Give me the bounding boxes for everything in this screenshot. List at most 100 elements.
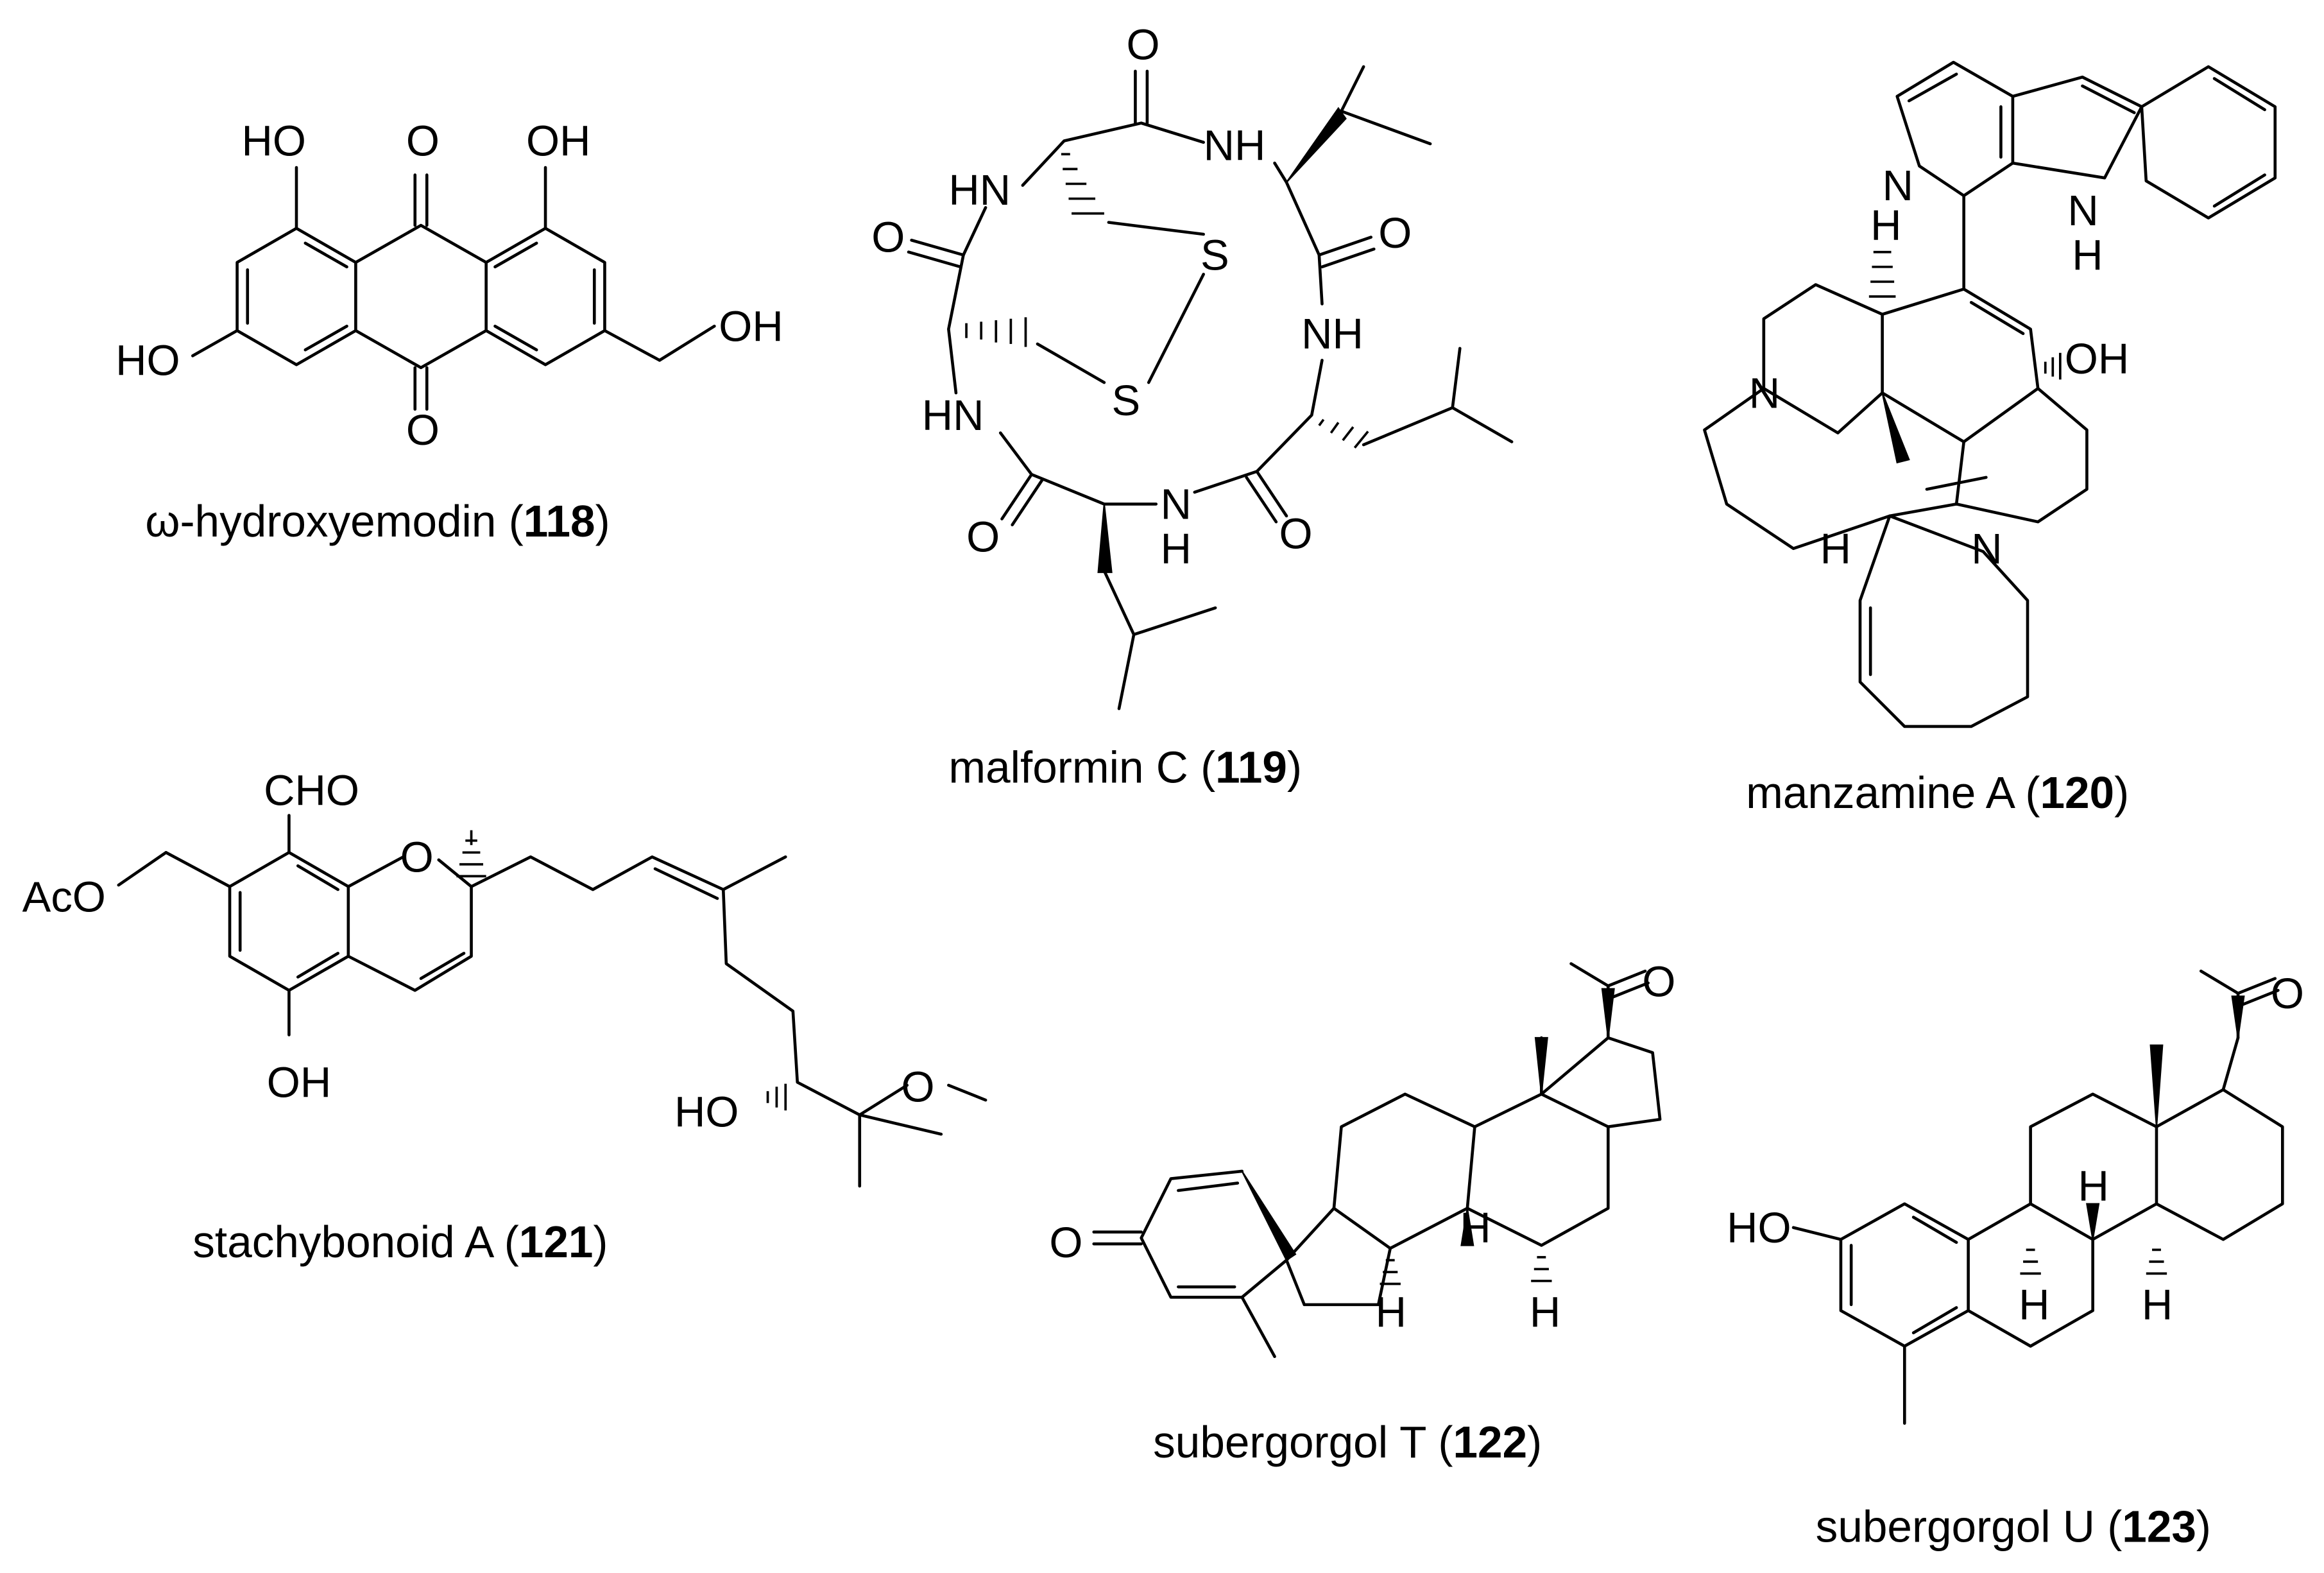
atom-label: O	[871, 214, 905, 262]
atom-label: S	[1200, 231, 1229, 279]
atom-label: NH	[1301, 310, 1363, 358]
wedge-bond	[2149, 1044, 2164, 1127]
wedge-bond	[1460, 1208, 1474, 1246]
wedge-bond	[1241, 1171, 1297, 1262]
atom-label: OH	[719, 302, 783, 350]
compound-120-bonds	[1703, 60, 2277, 728]
atom-label: N	[1971, 525, 2002, 573]
atom-label: H	[2142, 1281, 2173, 1329]
hash-bond	[766, 1083, 787, 1111]
atom-label: N	[2067, 187, 2098, 235]
caption-name: subergorgol T (	[1153, 1417, 1453, 1467]
compound-123-bonds	[1791, 969, 2284, 1425]
atom-label: O	[2271, 970, 2304, 1018]
caption-number: 118	[524, 496, 595, 546]
atom-label: H	[2072, 231, 2103, 279]
hash-bond	[1531, 1256, 1552, 1282]
atom-label: AcO	[22, 873, 106, 922]
compound-122-structure: O O H H H subergorgol T (122)	[1049, 958, 1675, 1466]
atom-label: H	[1376, 1289, 1406, 1337]
atom-label: H	[1870, 202, 1901, 250]
caption-close: )	[2196, 1501, 2211, 1551]
hash-bond	[1868, 250, 1896, 298]
caption-name: stachybonoid A (	[192, 1217, 519, 1267]
wedge-bond	[1534, 1036, 1548, 1094]
atom-label: HN	[922, 391, 984, 440]
atom-label: OH	[267, 1058, 331, 1106]
compound-118-structure: HO O OH HO OH O ω-hydroxyemodin (118)	[115, 117, 783, 547]
atom-label: O	[1378, 209, 1412, 257]
hash-bond	[1061, 153, 1104, 215]
hash-bond	[2146, 1248, 2167, 1275]
wedge-bond	[1601, 988, 1615, 1038]
atom-label: O	[1642, 958, 1675, 1006]
atom-label: S	[1111, 377, 1140, 425]
compound-123-caption: subergorgol U (123)	[1816, 1501, 2211, 1551]
compound-119-bonds	[907, 65, 1514, 710]
hash-bond	[1318, 418, 1369, 449]
caption-close: )	[595, 496, 610, 546]
atom-label: O	[966, 513, 1000, 561]
caption-number: 121	[519, 1217, 594, 1267]
atom-label: N	[1161, 481, 1192, 529]
atom-label: H	[1530, 1289, 1560, 1337]
hash-bond	[1380, 1259, 1401, 1285]
atom-label: O	[1279, 510, 1312, 558]
caption-name: manzamine A (	[1746, 768, 2040, 818]
caption-number: 120	[2040, 768, 2114, 818]
compound-119-caption: malformin C (119)	[948, 743, 1302, 793]
compound-123-structure: O HO H H H subergorgol U (123)	[1727, 969, 2304, 1551]
atom-label: OH	[2065, 335, 2129, 383]
caption-name: malformin C (	[948, 743, 1215, 793]
caption-number: 119	[1215, 743, 1287, 793]
atom-label: N	[1749, 369, 1780, 417]
compound-120-structure: N N H H N OH H N manzamine A (120)	[1703, 60, 2277, 818]
compound-121-bonds	[117, 814, 987, 1188]
caption-name: subergorgol U (	[1816, 1501, 2123, 1551]
caption-name: ω-hydroxyemodin (	[145, 496, 523, 546]
hash-bond	[2044, 352, 2062, 380]
hash-bond	[2020, 1248, 2041, 1275]
atom-label: O	[901, 1063, 934, 1111]
atom-label: H	[2019, 1281, 2049, 1329]
wedge-bond	[1881, 392, 1910, 464]
wedge-bond	[1097, 504, 1113, 573]
atom-label: NH	[1204, 121, 1266, 169]
atom-label: O	[1049, 1219, 1082, 1267]
wedge-bond	[2231, 995, 2245, 1038]
compound-122-bonds	[1092, 962, 1662, 1359]
atom-label: N	[1883, 162, 1913, 210]
caption-close: )	[1287, 743, 1302, 793]
compound-121-structure: CHO AcO O OH HO O stachybonoid A (121)	[22, 766, 987, 1267]
atom-label: O	[406, 117, 440, 166]
atom-label: HN	[948, 166, 1011, 214]
atom-label: O	[400, 833, 434, 881]
atom-label: HO	[674, 1088, 739, 1137]
compound-122-caption: subergorgol T (122)	[1153, 1417, 1542, 1467]
caption-number: 122	[1453, 1417, 1528, 1467]
atom-label: H	[1820, 525, 1851, 573]
caption-close: )	[593, 1217, 608, 1267]
atom-label: CHO	[264, 766, 359, 814]
compound-119-structure: O NH HN O S O NH S HN N H O O malformin …	[871, 21, 1514, 793]
caption-close: )	[1527, 1417, 1542, 1467]
compound-121-caption: stachybonoid A (121)	[192, 1217, 608, 1267]
atom-label: HO	[1727, 1204, 1791, 1252]
hash-bond	[965, 317, 1027, 347]
atom-label: O	[1127, 21, 1160, 69]
compound-120-caption: manzamine A (120)	[1746, 768, 2129, 818]
atom-label: H	[2078, 1162, 2109, 1210]
atom-label: OH	[526, 117, 590, 166]
compound-118-bonds	[191, 166, 716, 411]
atom-label: HO	[242, 117, 306, 166]
caption-close: )	[2114, 768, 2129, 818]
wedge-bond	[2086, 1203, 2100, 1240]
atom-label: H	[1460, 1204, 1491, 1252]
atom-label: O	[406, 406, 440, 454]
compound-118-caption: ω-hydroxyemodin (118)	[145, 496, 610, 546]
caption-number: 123	[2122, 1501, 2196, 1551]
atom-label: H	[1161, 525, 1192, 573]
atom-label: HO	[115, 336, 180, 384]
wedge-bond	[1286, 107, 1347, 183]
